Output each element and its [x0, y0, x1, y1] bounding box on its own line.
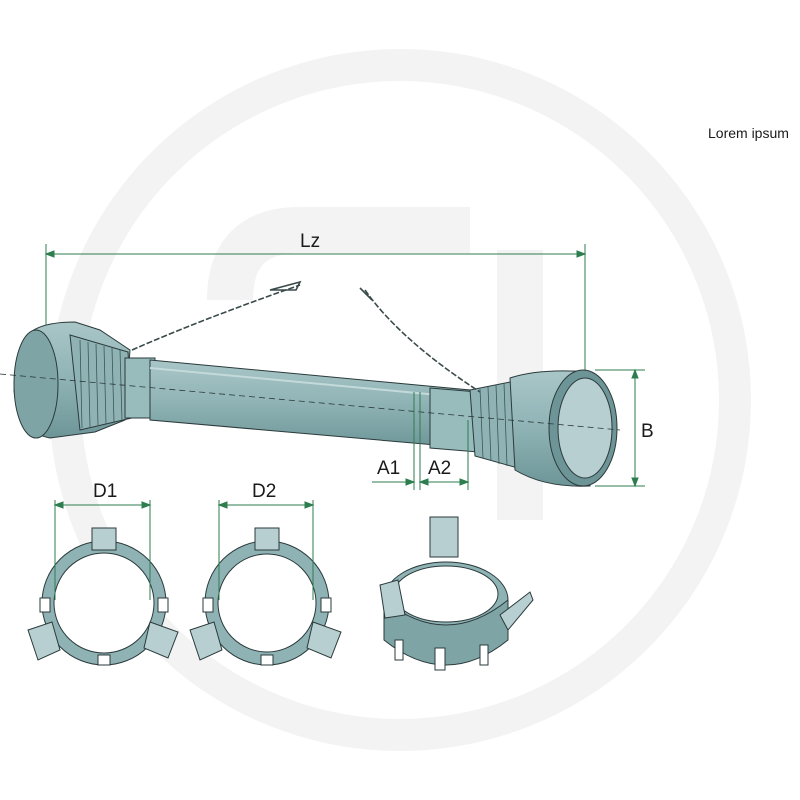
note-text: Lorem ipsum	[708, 125, 789, 141]
length-dimension	[44, 244, 587, 372]
safety-chains	[131, 280, 481, 393]
a-dimensions	[372, 392, 470, 490]
label-d2: D2	[252, 481, 276, 502]
label-lz: Lz	[300, 231, 320, 252]
center-axis	[0, 373, 621, 431]
label-a2: A2	[428, 458, 451, 479]
label-a1: A1	[377, 458, 400, 479]
d2-dimension	[217, 500, 315, 600]
diameter-dimension	[595, 368, 645, 488]
pto-shaft	[13, 321, 618, 487]
label-b: B	[641, 421, 654, 442]
locking-ring-2	[189, 527, 342, 666]
bearing-ring-3d	[379, 516, 534, 671]
label-d1: D1	[93, 481, 117, 502]
d1-dimension	[53, 500, 152, 600]
locking-ring-1	[27, 527, 179, 666]
